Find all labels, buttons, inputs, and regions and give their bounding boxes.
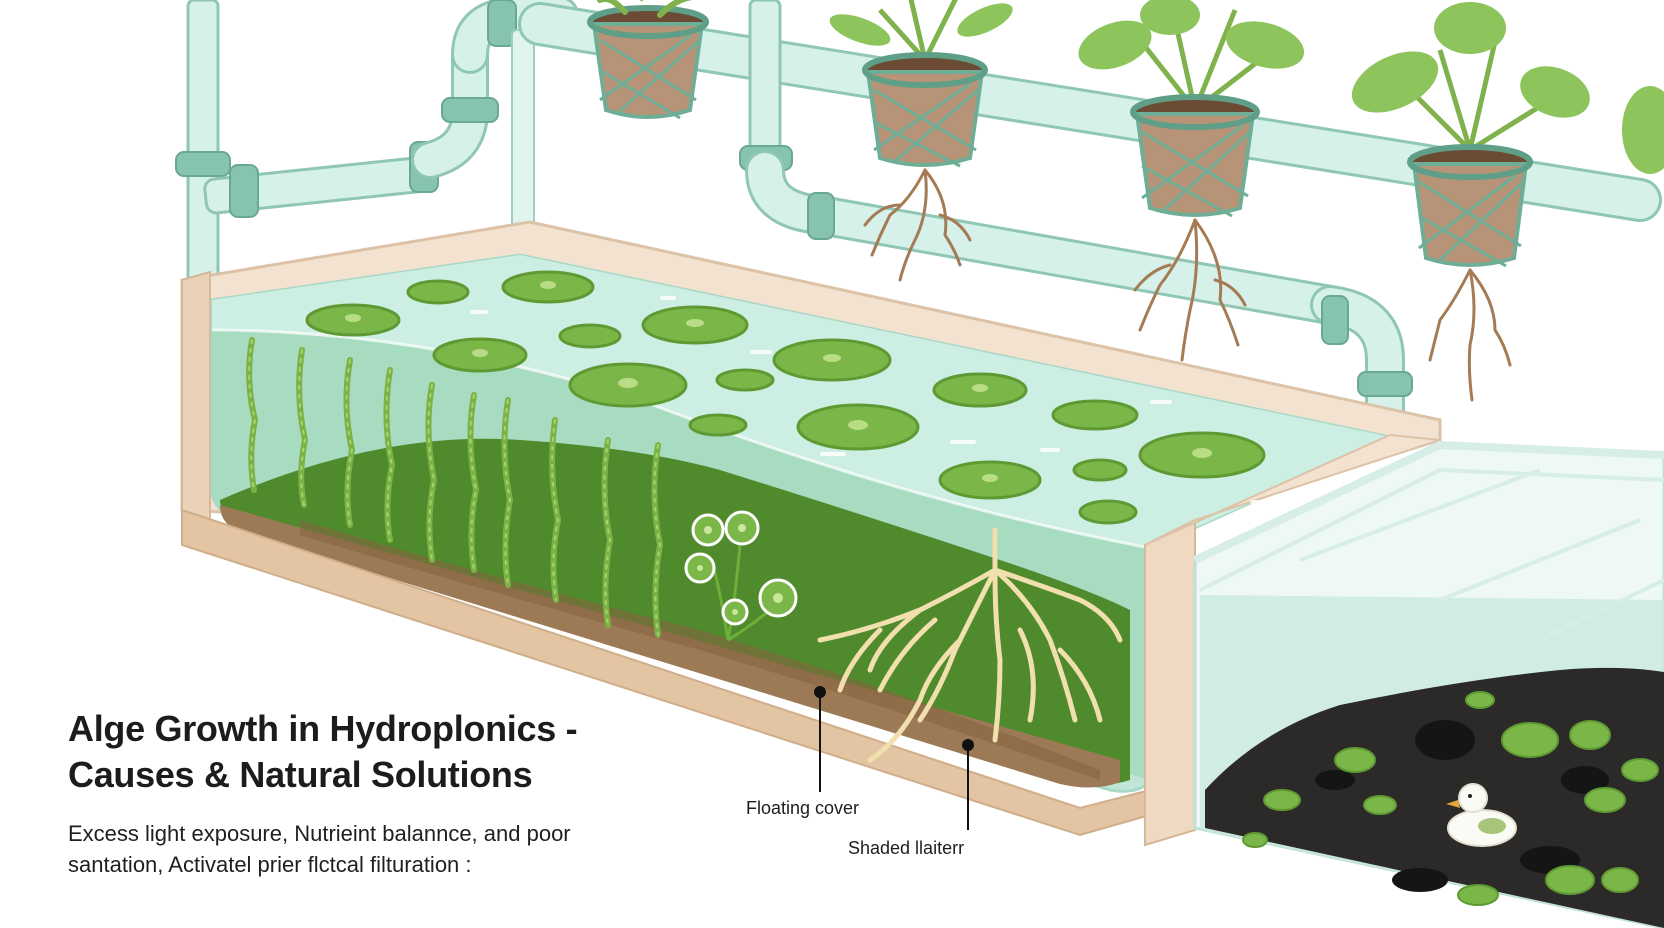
filter-tank <box>1193 440 1664 928</box>
net-pot-2 <box>829 0 1013 282</box>
description-line-1: Excess light exposure, Nutrieint balannc… <box>68 821 571 846</box>
filamentous-algae-strands <box>246 337 664 638</box>
callout-leaders <box>814 686 974 830</box>
surface-algae-pads <box>305 270 1278 525</box>
infographic-title: Alge Growth in Hydroplonics - Causes & N… <box>68 706 578 798</box>
callout-floating-cover: Floating cover <box>746 798 860 818</box>
callout-shaded-layer: Shaded llaiterr <box>848 838 965 858</box>
duck-figure <box>1446 783 1517 847</box>
infographic-description: Excess light exposure, Nutrieint balannc… <box>68 818 571 880</box>
submerged-roots <box>817 527 1123 763</box>
title-line-1: Alge Growth in Hydroplonics - <box>68 708 578 749</box>
title-line-2: Causes & Natural Solutions <box>68 754 533 795</box>
algae-colonies <box>684 510 798 642</box>
net-pot-3 <box>1078 0 1305 362</box>
net-pot-1 <box>587 0 709 120</box>
description-line-2: santation, Activatel prier flctcal filtu… <box>68 852 472 877</box>
net-pot-4 <box>1351 2 1664 402</box>
